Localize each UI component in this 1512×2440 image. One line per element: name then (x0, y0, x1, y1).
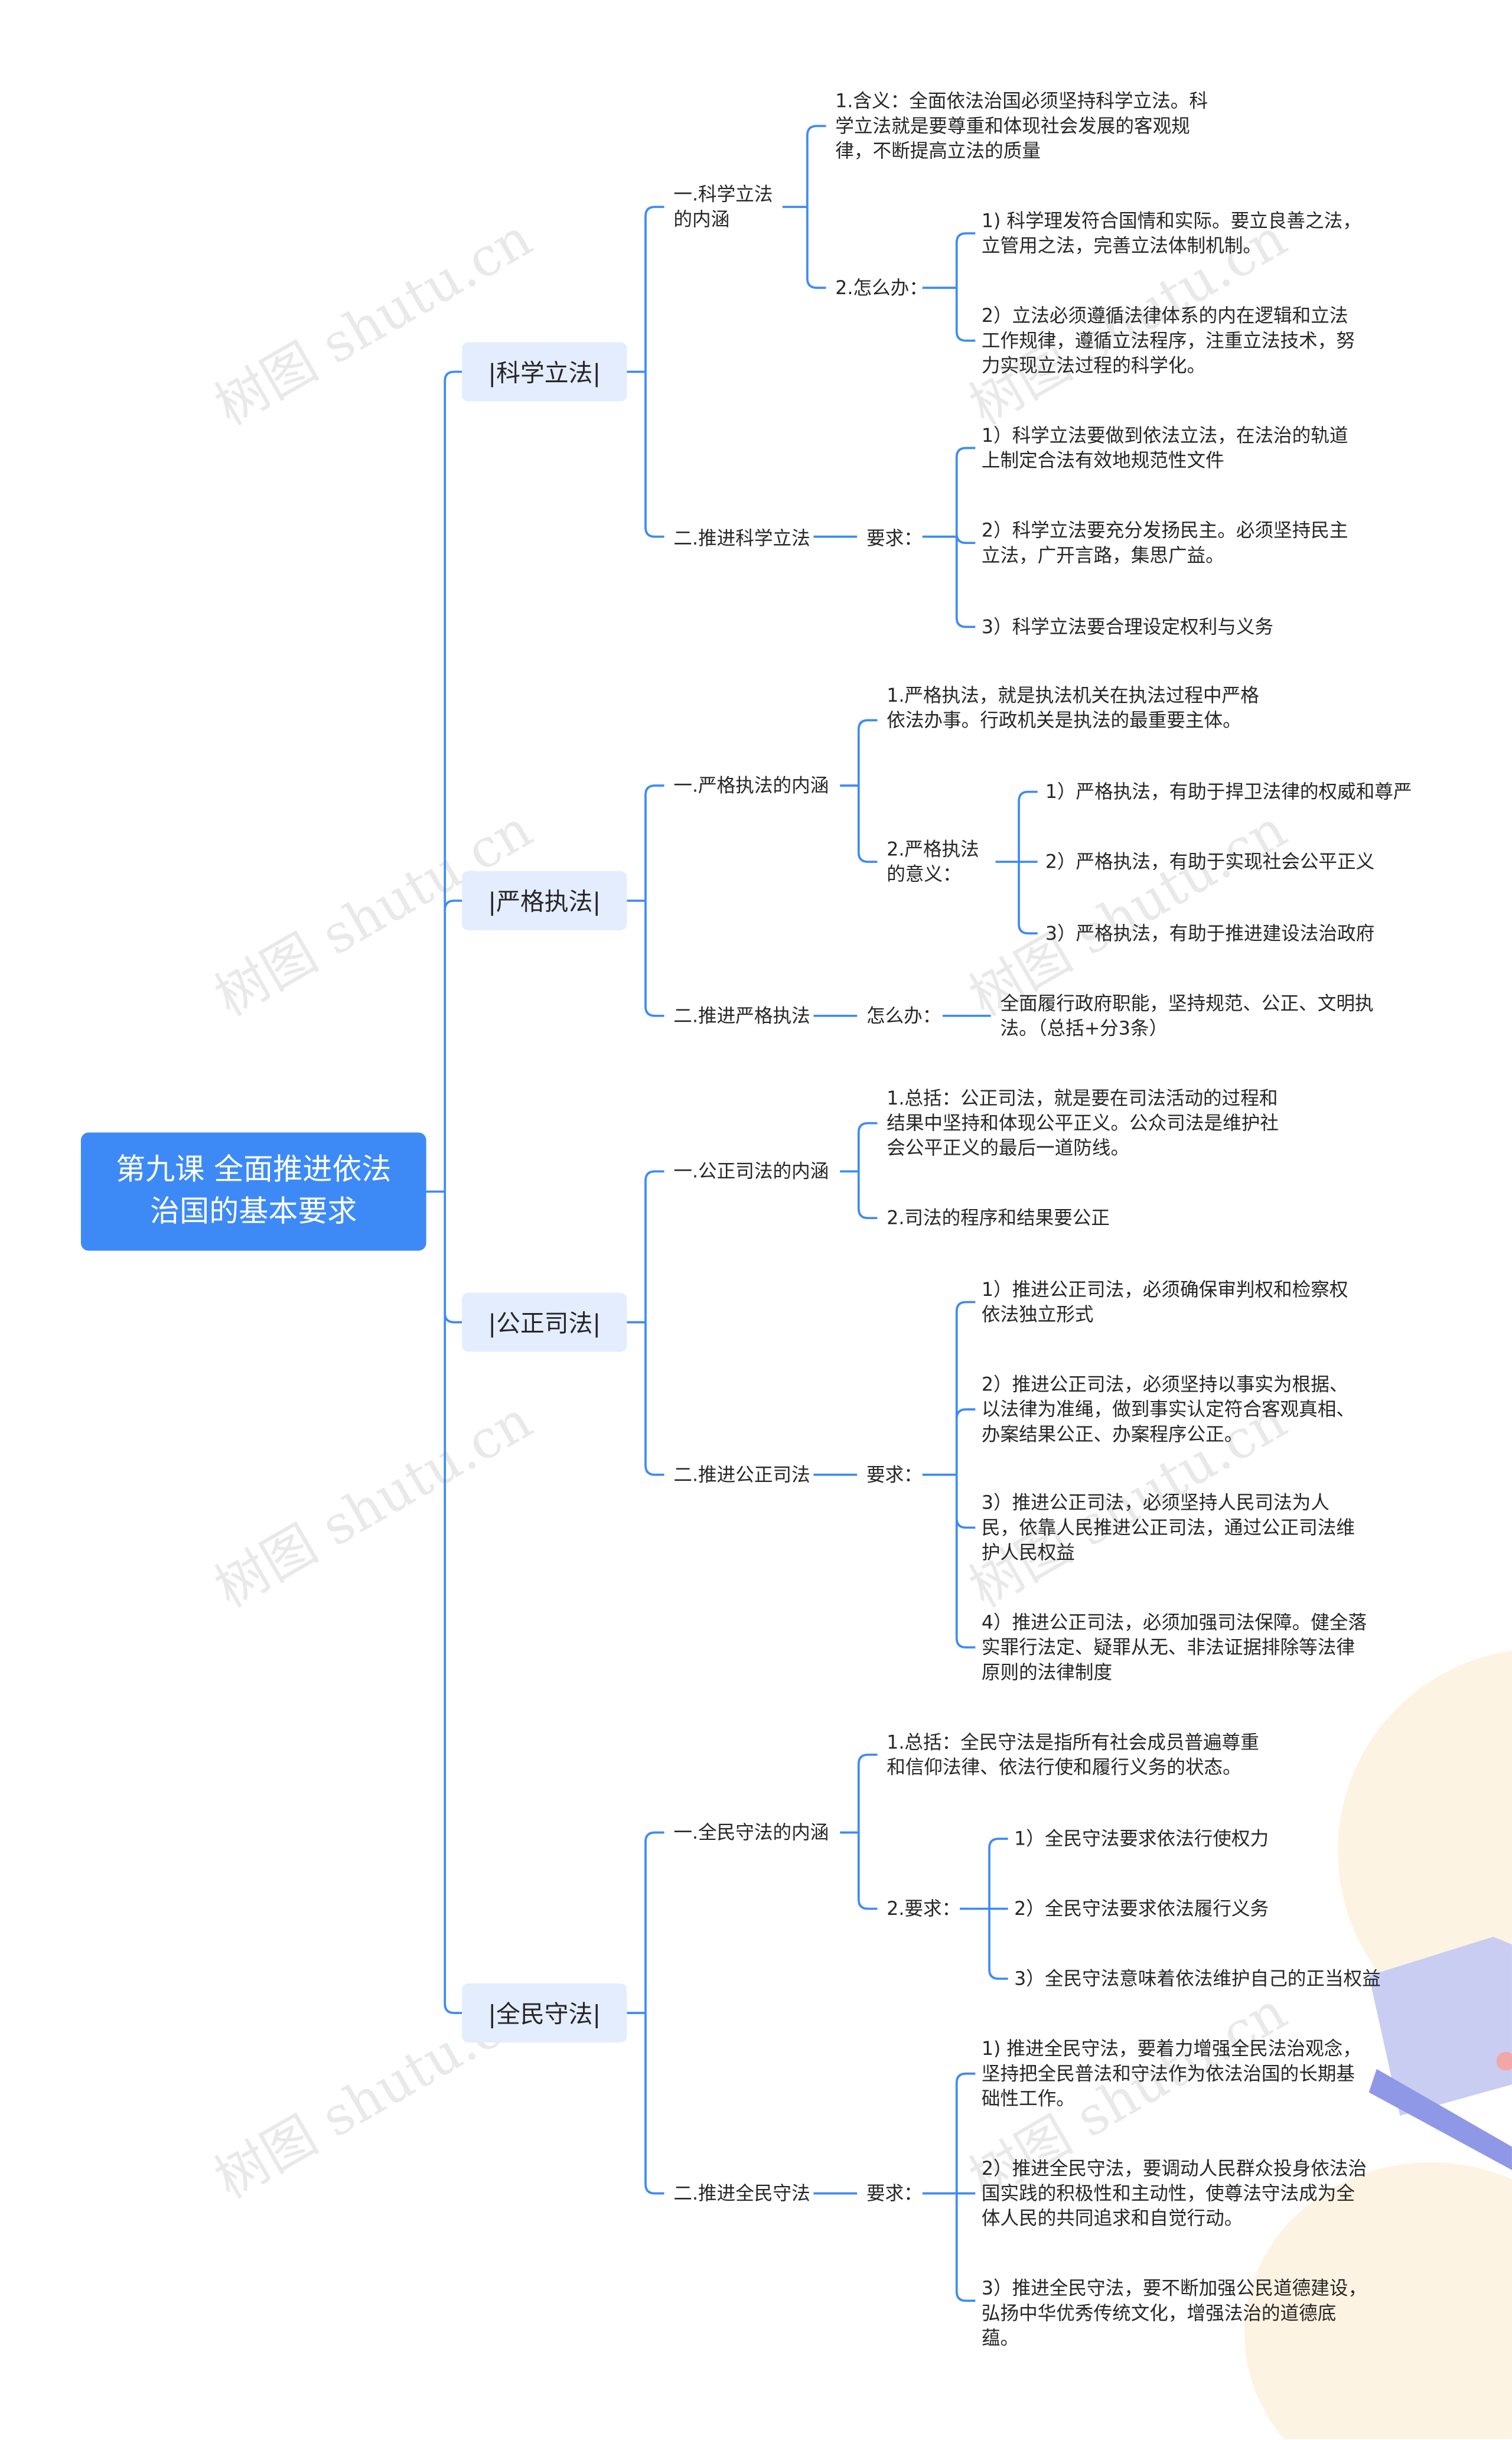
topic-node[interactable]: 3）推进公正司法，必须坚持人民司法为人民，依靠人民推进公正司法，通过公正司法维护… (981, 1491, 1355, 1563)
branch-label: |科学立法| (488, 359, 601, 387)
topic-node[interactable]: 1) 推进全民守法，要着力增强全民法治观念，坚持把全民普法和守法作为依法治国的长… (981, 2038, 1361, 2110)
root-topic-label: 第九课 全面推进依法治国的基本要求 (116, 1152, 392, 1229)
topic-node[interactable]: 2.要求： (887, 1898, 961, 1920)
connector-line (922, 232, 976, 342)
topic-node[interactable]: 2）全民守法要求依法履行义务 (1014, 1898, 1269, 1920)
connector-line (782, 125, 826, 289)
topic-node[interactable]: 3）严格执法，有助于推进建设法治政府 (1045, 922, 1375, 944)
connector-line (840, 1122, 878, 1220)
branch-yange-zhifa[interactable]: |严格执法| (462, 871, 627, 930)
connector-line (840, 719, 878, 863)
topic-node[interactable]: 1）科学立法要做到依法立法，在法治的轨道上制定合法有效地规范性文件 (981, 425, 1348, 472)
topic-node[interactable]: 1）严格执法，有助于捍卫法律的权威和尊严 (1045, 781, 1412, 803)
topic-node[interactable]: 一.严格执法的内涵 (673, 774, 829, 797)
topic-node[interactable]: 4）推进公正司法，必须加强司法保障。健全落实罪行法定、疑罪从无、非法证据排除等法… (981, 1611, 1367, 1683)
topic-node[interactable]: 要求： (866, 2182, 923, 2204)
topic-node[interactable]: 要求： (866, 527, 923, 549)
branch-gongzheng-sifa[interactable]: |公正司法| (462, 1292, 627, 1352)
topic-node[interactable]: 2）严格执法，有助于实现社会公平正义 (1045, 851, 1375, 873)
topic-node[interactable]: 二.推进全民守法 (673, 2182, 810, 2204)
topic-node[interactable]: 2）立法必须遵循法律体系的内在逻辑和立法工作规律，遵循立法程序，注重立法技术，努… (981, 305, 1355, 377)
topic-node[interactable]: 二.推进严格执法 (673, 1005, 810, 1027)
topic-node[interactable]: 怎么办： (866, 1005, 941, 1027)
connector-line (959, 1838, 1008, 1980)
topic-node[interactable]: 2.司法的程序和结果要公正 (887, 1207, 1110, 1229)
topic-node[interactable]: 1）全民守法要求依法行使权力 (1014, 1827, 1269, 1850)
connector-line (840, 1753, 878, 1910)
topic-node[interactable]: 2.严格执法的意义： (887, 838, 979, 885)
topic-node[interactable]: 3）科学立法要合理设定权利与义务 (981, 615, 1274, 638)
connector-line (627, 1170, 664, 1476)
connector-line (627, 206, 664, 538)
topic-node[interactable]: 1.总括：公正司法，就是要在司法活动的过程和结果中坚持和体现公平正义。公众司法是… (887, 1087, 1279, 1159)
branch-quanmin-shoufa[interactable]: |全民守法| (462, 1983, 627, 2043)
topic-node[interactable]: 2）科学立法要充分发扬民主。必须坚持民主立法，广开言路，集思广益。 (981, 519, 1348, 566)
topic-node[interactable]: 3）全民守法意味着依法维护自己的正当权益 (1014, 1967, 1381, 1990)
topic-node[interactable]: 3）推进全民守法，要不断加强公民道德建设，弘扬中华优秀传统文化，增强法治的道德底… (981, 2277, 1367, 2349)
topic-node[interactable]: 1) 科学理发符合国情和实际。要立良善之法，立管用之法，完善立法体制机制。 (981, 210, 1361, 257)
branch-kexue-lifa[interactable]: |科学立法| (462, 342, 627, 402)
topic-node[interactable]: 全面履行政府职能，坚持规范、公正、文明执法。（总括+分3条） (1000, 992, 1374, 1040)
topic-node[interactable]: 1）推进公正司法，必须确保审判权和检察权依法独立形式 (981, 1278, 1348, 1325)
connector-line (426, 370, 462, 2014)
connector-line (922, 2072, 976, 2302)
topic-node[interactable]: 一.公正司法的内涵 (673, 1160, 829, 1182)
root-topic[interactable]: 第九课 全面推进依法治国的基本要求 (80, 1132, 426, 1251)
topic-node[interactable]: 一.全民守法的内涵 (673, 1822, 829, 1843)
connector-line (627, 1831, 664, 2195)
connector-line (627, 784, 664, 1017)
topic-node[interactable]: 2.怎么办： (835, 276, 928, 299)
topic-node[interactable]: 1.含义：全面依法治国必须坚持科学立法。科学立法就是要尊重和体现社会发展的客观规… (835, 90, 1208, 162)
topic-node[interactable]: 二.推进科学立法 (673, 527, 810, 549)
topic-node[interactable]: 2）推进公正司法，必须坚持以事实为根据、以法律为准绳，做到事实认定符合客观真相、… (981, 1373, 1355, 1445)
topic-node[interactable]: 1.严格执法，就是执法机关在执法过程中严格依法办事。行政机关是执法的最重要主体。 (887, 684, 1259, 731)
connector-line (922, 447, 976, 628)
connector-line (922, 1301, 976, 1649)
connector-line (995, 790, 1038, 935)
topic-node[interactable]: 1.总括：全民守法是指所有社会成员普遍尊重和信仰法律、依法行使和履行义务的状态。 (887, 1731, 1259, 1778)
branch-label: |公正司法| (488, 1309, 601, 1338)
branch-label: |严格执法| (488, 888, 601, 917)
topic-node[interactable]: 要求： (866, 1464, 923, 1486)
topic-node[interactable]: 一.科学立法的内涵 (673, 183, 773, 230)
branch-label: |全民守法| (488, 2000, 601, 2029)
topic-node[interactable]: 2）推进全民守法，要调动人民群众投身依法治国实践的积极性和主动性，使尊法守法成为… (981, 2157, 1367, 2230)
topic-node[interactable]: 二.推进公正司法 (673, 1464, 810, 1486)
